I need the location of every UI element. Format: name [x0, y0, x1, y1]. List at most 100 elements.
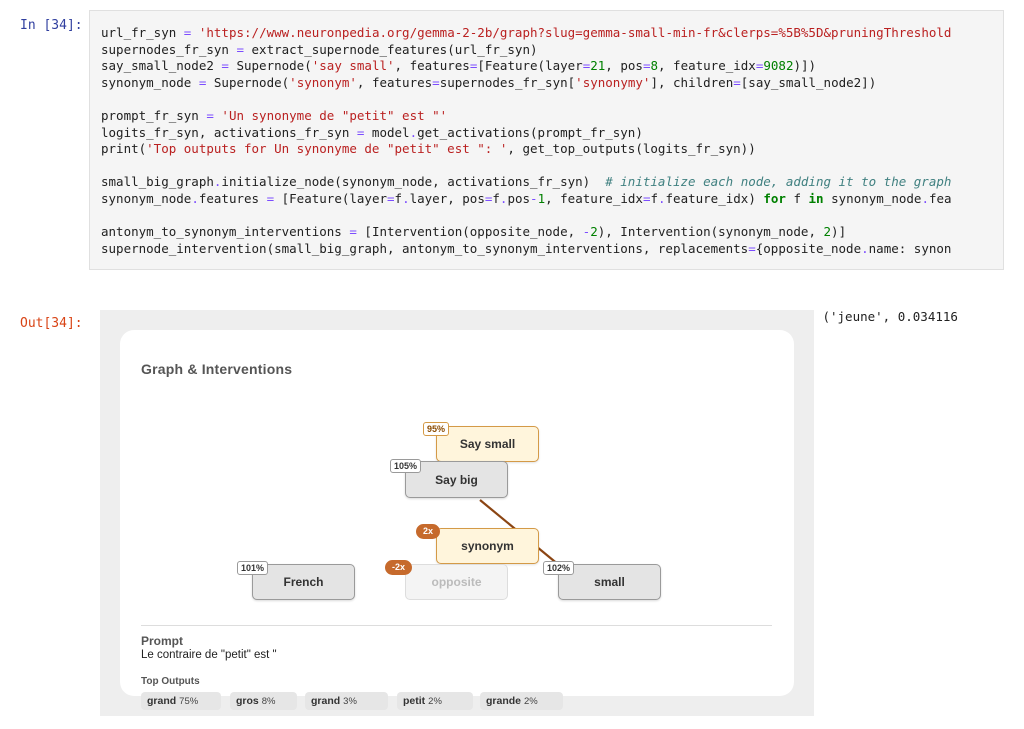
- code-token: =: [582, 58, 591, 74]
- code-token: ), Intervention(synonym_node,: [597, 224, 824, 240]
- code-token: .: [402, 190, 410, 206]
- code-token: supernodes_fr_syn[: [439, 74, 576, 90]
- code-token: -: [582, 224, 591, 240]
- code-token: [Intervention(opposite_node,: [356, 224, 583, 240]
- code-token: =: [484, 190, 493, 206]
- prompt-text: Le contraire de "petit" est ": [141, 649, 277, 661]
- node-pct-badge: 101%: [237, 561, 269, 575]
- top-output-prob: 75%: [179, 696, 199, 707]
- code-token: 2: [590, 224, 598, 240]
- code-token: )]): [793, 58, 817, 74]
- code-token: =: [356, 124, 365, 140]
- code-token: supernode_intervention(small_big_graph, …: [101, 240, 749, 256]
- node-label: opposite: [431, 575, 482, 589]
- top-output-token: grande: [486, 695, 522, 707]
- node-pct-badge: 95%: [423, 422, 450, 436]
- code-token: {opposite_node: [755, 240, 862, 256]
- code-line: supernodes_fr_syn = extract_supernode_fe…: [101, 42, 952, 59]
- code-token: )]: [831, 224, 847, 240]
- code-token: in: [808, 190, 824, 206]
- code-token: [Feature(layer: [477, 58, 583, 74]
- node-pct-badge: 102%: [543, 561, 575, 575]
- intervention-multiplier-badge: -2x: [385, 560, 413, 575]
- code-line: supernode_intervention(small_big_graph, …: [101, 241, 952, 258]
- code-token: model: [364, 124, 410, 140]
- code-token: for: [763, 190, 786, 206]
- code-token: =: [236, 41, 244, 57]
- code-token: fea: [928, 190, 952, 206]
- code-token: 2: [823, 224, 832, 240]
- code-line: small_big_graph.initialize_node(synonym_…: [101, 174, 952, 191]
- graph-interventions-panel: Graph & Interventions Say small 95% Say …: [120, 330, 794, 710]
- code-token: 8: [650, 58, 658, 74]
- code-lines: url_fr_syn = 'https://www.neuronpedia.or…: [101, 25, 952, 257]
- code-token: , feature_idx: [545, 190, 643, 206]
- code-token: print(: [101, 141, 147, 157]
- node-opposite[interactable]: opposite: [405, 564, 508, 600]
- code-token: ], children: [650, 74, 734, 90]
- code-token: 'Top outputs for Un synonyme de "petit" …: [146, 141, 508, 157]
- node-synonym[interactable]: synonym: [436, 528, 539, 564]
- code-token: 'Un synonyme de "petit" est "': [221, 107, 448, 123]
- cell-output-area: Graph & Interventions Say small 95% Say …: [100, 310, 814, 716]
- code-token: get_activations(prompt_fr_syn): [417, 124, 643, 140]
- code-token: [Feature(layer: [274, 190, 387, 206]
- top-output-prob: 3%: [343, 696, 357, 707]
- code-token: =: [349, 224, 357, 240]
- code-token: =: [387, 190, 395, 206]
- code-token: , features: [394, 58, 470, 74]
- code-token: , features: [356, 74, 433, 90]
- code-token: .: [191, 190, 199, 206]
- intervention-multiplier-badge: 2x: [416, 524, 441, 539]
- top-output-prob: 2%: [428, 696, 442, 707]
- code-cell-editor[interactable]: url_fr_syn = 'https://www.neuronpedia.or…: [89, 10, 1004, 270]
- code-line: synonym_node = Supernode('synonym', feat…: [101, 75, 952, 92]
- top-output-token: gros: [236, 695, 259, 707]
- code-token: f: [394, 190, 403, 206]
- top-output-token: petit: [403, 695, 426, 707]
- code-token: 'synonymy': [575, 74, 651, 90]
- code-token: f: [492, 190, 500, 206]
- code-token: features: [198, 190, 267, 206]
- code-token: =: [432, 74, 440, 90]
- code-token: f: [785, 190, 809, 206]
- code-token: name: synon: [868, 240, 952, 256]
- node-say-small[interactable]: Say small: [436, 426, 539, 462]
- code-token: [say_small_node2]): [740, 74, 877, 90]
- code-token: .: [213, 174, 222, 190]
- node-label: French: [283, 575, 324, 589]
- code-token: , feature_idx: [658, 58, 756, 74]
- node-label: Say small: [459, 437, 516, 451]
- code-token: =: [183, 25, 192, 40]
- node-small[interactable]: small: [558, 564, 661, 600]
- code-token: =: [206, 107, 214, 123]
- code-token: feature_idx): [665, 190, 764, 206]
- node-say-big[interactable]: Say big: [405, 461, 508, 498]
- code-token: small_big_graph: [101, 174, 214, 190]
- node-label: synonym: [461, 539, 514, 553]
- code-line: logits_fr_syn, activations_fr_syn = mode…: [101, 125, 952, 142]
- code-token: =: [266, 190, 275, 206]
- code-token: 'synonym': [289, 74, 357, 90]
- code-token: extract_supernode_features(url_fr_syn): [244, 41, 538, 57]
- code-line: print('Top outputs for Un synonyme de "p…: [101, 141, 952, 158]
- code-token: , pos: [605, 58, 643, 74]
- code-token: .: [921, 190, 929, 206]
- code-token: 21: [590, 58, 606, 74]
- code-token: prompt_fr_syn: [101, 107, 207, 123]
- code-token: url_fr_syn: [101, 25, 184, 40]
- node-french[interactable]: French: [252, 564, 355, 600]
- code-token: pos: [507, 190, 531, 206]
- code-token: .: [409, 124, 418, 140]
- code-line: say_small_node2 = Supernode('say small',…: [101, 58, 952, 75]
- cell-output-prompt: Out[34]:: [20, 316, 83, 331]
- top-outputs-heading: Top Outputs: [141, 676, 200, 687]
- code-token: synonym_node: [101, 190, 192, 206]
- node-label: small: [594, 575, 625, 589]
- code-line: prompt_fr_syn = 'Un synonyme de "petit" …: [101, 108, 952, 125]
- code-token: Supernode(: [206, 74, 290, 90]
- code-token: =: [198, 74, 207, 90]
